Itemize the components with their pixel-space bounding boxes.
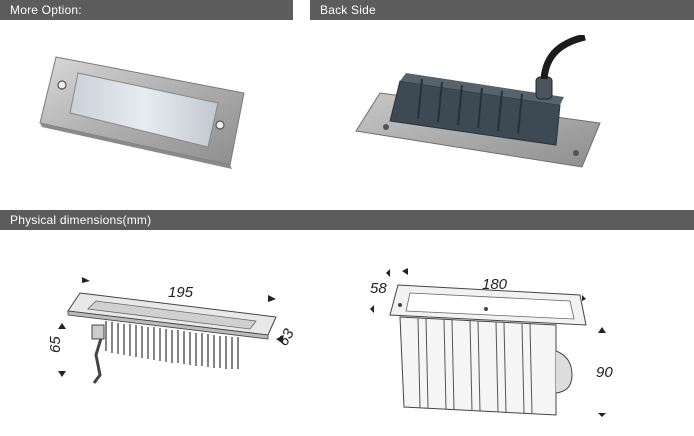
section-header-physical-dimensions: Physical dimensions(mm) [0, 210, 694, 230]
lens-outline [87, 300, 257, 330]
dim-height-label: 65 [47, 336, 64, 353]
arrow-icon [386, 269, 390, 277]
screw-icon [383, 124, 389, 130]
arrow-icon [582, 295, 586, 301]
connector [91, 324, 105, 340]
screw-icon [398, 303, 402, 307]
section-header-back-side: Back Side [310, 0, 694, 20]
right-dimension-drawing: 58 180 90 [370, 268, 613, 417]
screw-icon [573, 150, 579, 156]
housing-body [399, 316, 557, 416]
cable-gland [535, 76, 553, 100]
back-product-photo [355, 35, 601, 168]
faceplate-edge [67, 310, 269, 340]
arrow-icon [58, 371, 66, 377]
housing-ribs [417, 317, 533, 415]
frosted-lens [69, 72, 219, 148]
arrow-icon [598, 327, 606, 333]
arrow-icon [370, 305, 374, 313]
arrow-icon [82, 277, 90, 283]
arrow-icon [58, 323, 66, 329]
screw-icon [215, 120, 225, 130]
dim-width-label: 58 [370, 280, 387, 297]
section-header-more-option: More Option: [0, 0, 293, 20]
plate-opening [405, 292, 575, 320]
dim-length-label: 195 [168, 284, 194, 301]
screw-icon [484, 307, 488, 311]
plate-edge [40, 123, 232, 169]
arrow-icon [402, 268, 408, 275]
heatsink-fins [105, 321, 239, 369]
power-cable [540, 35, 586, 80]
arrow-icon [598, 413, 606, 417]
cable-gland [555, 350, 573, 394]
left-dimension-drawing: 195 65 63 [47, 277, 298, 384]
arrow-icon [268, 295, 276, 302]
arrow-icon [276, 335, 284, 343]
dim-length-label: 180 [482, 276, 508, 293]
front-product-photo [39, 56, 245, 169]
screw-icon [57, 80, 67, 90]
dim-height-label: 90 [596, 364, 613, 381]
dim-depth-label: 63 [275, 325, 298, 349]
